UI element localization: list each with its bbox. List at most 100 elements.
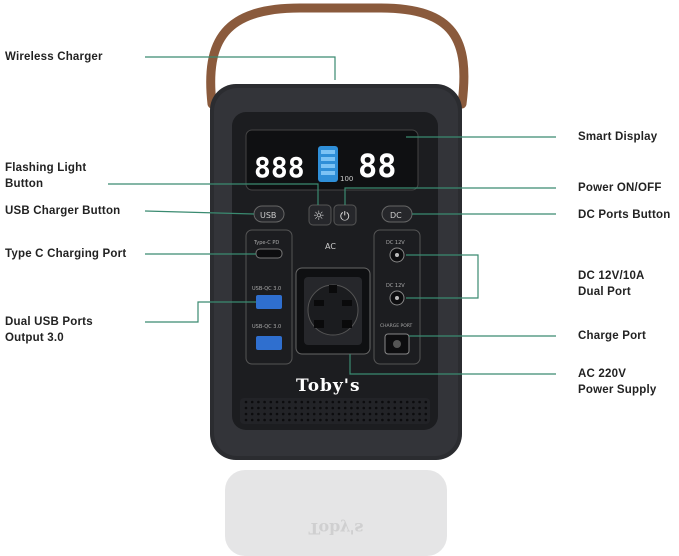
grill-hole	[424, 400, 428, 404]
grill-hole	[337, 418, 341, 422]
grill-hole	[374, 412, 378, 416]
grill-hole	[393, 406, 397, 410]
grill-hole	[300, 418, 304, 422]
grill-hole	[257, 400, 260, 404]
grill-hole	[275, 412, 279, 416]
carry-handle	[206, 3, 469, 109]
line-flashing-light	[108, 183, 319, 205]
grill-hole	[418, 418, 421, 422]
grill-hole	[424, 412, 428, 416]
grill-hole	[350, 406, 353, 410]
grill-hole	[325, 418, 328, 422]
grill-hole	[306, 418, 310, 422]
type-c-label: Type-C PD	[253, 240, 279, 246]
grill-hole	[362, 418, 366, 422]
grill-hole	[250, 406, 254, 410]
grill-hole	[362, 406, 366, 410]
grill-hole	[281, 418, 285, 422]
grill-hole	[250, 418, 254, 422]
grill-hole	[300, 400, 304, 404]
grill-hole	[350, 400, 353, 404]
grill-hole	[424, 406, 428, 410]
grill-hole	[294, 400, 297, 404]
grill-hole	[300, 406, 304, 410]
grill-hole	[387, 400, 390, 404]
grill-hole	[312, 400, 316, 404]
grill-hole	[306, 412, 310, 416]
grill-hole	[257, 406, 260, 410]
grill-hole	[337, 400, 341, 404]
grill-hole	[350, 412, 353, 416]
grill-hole	[281, 412, 285, 416]
grill-hole	[405, 412, 409, 416]
grill-hole	[399, 406, 403, 410]
grill-hole	[387, 412, 390, 416]
grill-hole	[263, 412, 266, 416]
ac-label: AC	[325, 242, 336, 251]
grill-hole	[362, 412, 366, 416]
label-flashing-light-1: Flashing Light	[5, 162, 87, 174]
grill-hole	[288, 400, 291, 404]
grill-hole	[294, 418, 297, 422]
display-left-digits: 888	[254, 151, 305, 184]
grill-hole	[269, 400, 273, 404]
display-small-number: 100	[340, 175, 353, 183]
grill-hole	[312, 406, 316, 410]
grill-hole	[343, 418, 347, 422]
label-dual-usb-2: Output 3.0	[5, 332, 64, 344]
grill-hole	[393, 400, 397, 404]
vent-grill	[240, 398, 430, 424]
grill-hole	[343, 400, 347, 404]
label-type-c-port: Type C Charging Port	[5, 248, 127, 260]
grill-hole	[399, 412, 403, 416]
label-dc-dual-2: Dual Port	[578, 286, 631, 298]
svg-text:☼: ☼	[313, 209, 325, 224]
label-dc-ports-button: DC Ports Button	[578, 209, 671, 221]
label-charge-port: Charge Port	[578, 330, 647, 342]
grill-hole	[269, 418, 273, 422]
label-usb-charger-button: USB Charger Button	[5, 205, 121, 217]
grill-hole	[337, 412, 341, 416]
grill-hole	[356, 406, 359, 410]
grill-hole	[337, 406, 341, 410]
line-usb-charger-button	[144, 210, 255, 215]
grill-hole	[405, 406, 409, 410]
grill-hole	[244, 400, 248, 404]
label-dual-usb-1: Dual USB Ports	[5, 316, 93, 328]
grill-hole	[244, 418, 248, 422]
grill-hole	[331, 400, 335, 404]
grill-hole	[288, 418, 291, 422]
line-dual-usb	[145, 301, 256, 323]
display-right-digits: 88	[358, 147, 397, 185]
grill-hole	[418, 406, 421, 410]
grill-hole	[263, 406, 266, 410]
grill-hole	[412, 412, 415, 416]
grill-hole	[405, 418, 409, 422]
grill-hole	[381, 418, 384, 422]
grill-hole	[319, 406, 322, 410]
grill-hole	[288, 412, 291, 416]
grill-hole	[275, 400, 279, 404]
usb-qc-label-2: USB-QC 3.0	[252, 324, 281, 330]
reflection	[225, 470, 447, 556]
grill-hole	[244, 412, 248, 416]
line-power	[344, 187, 556, 205]
label-ac-supply-1: AC 220V	[578, 368, 627, 380]
label-smart-display: Smart Display	[578, 131, 658, 143]
dc-button-label: DC	[390, 211, 402, 220]
label-wireless-charger: Wireless Charger	[5, 51, 103, 63]
label-ac-supply-2: Power Supply	[578, 384, 657, 396]
grill-hole	[387, 406, 390, 410]
grill-hole	[368, 400, 372, 404]
reflection-brand: Toby's	[308, 519, 363, 538]
flashing-light-button[interactable]	[308, 204, 332, 226]
grill-hole	[263, 400, 266, 404]
grill-hole	[356, 400, 359, 404]
grill-hole	[294, 412, 297, 416]
grill-hole	[263, 418, 266, 422]
grill-hole	[319, 418, 322, 422]
grill-hole	[275, 418, 279, 422]
grill-hole	[244, 406, 248, 410]
grill-hole	[368, 418, 372, 422]
grill-hole	[374, 418, 378, 422]
